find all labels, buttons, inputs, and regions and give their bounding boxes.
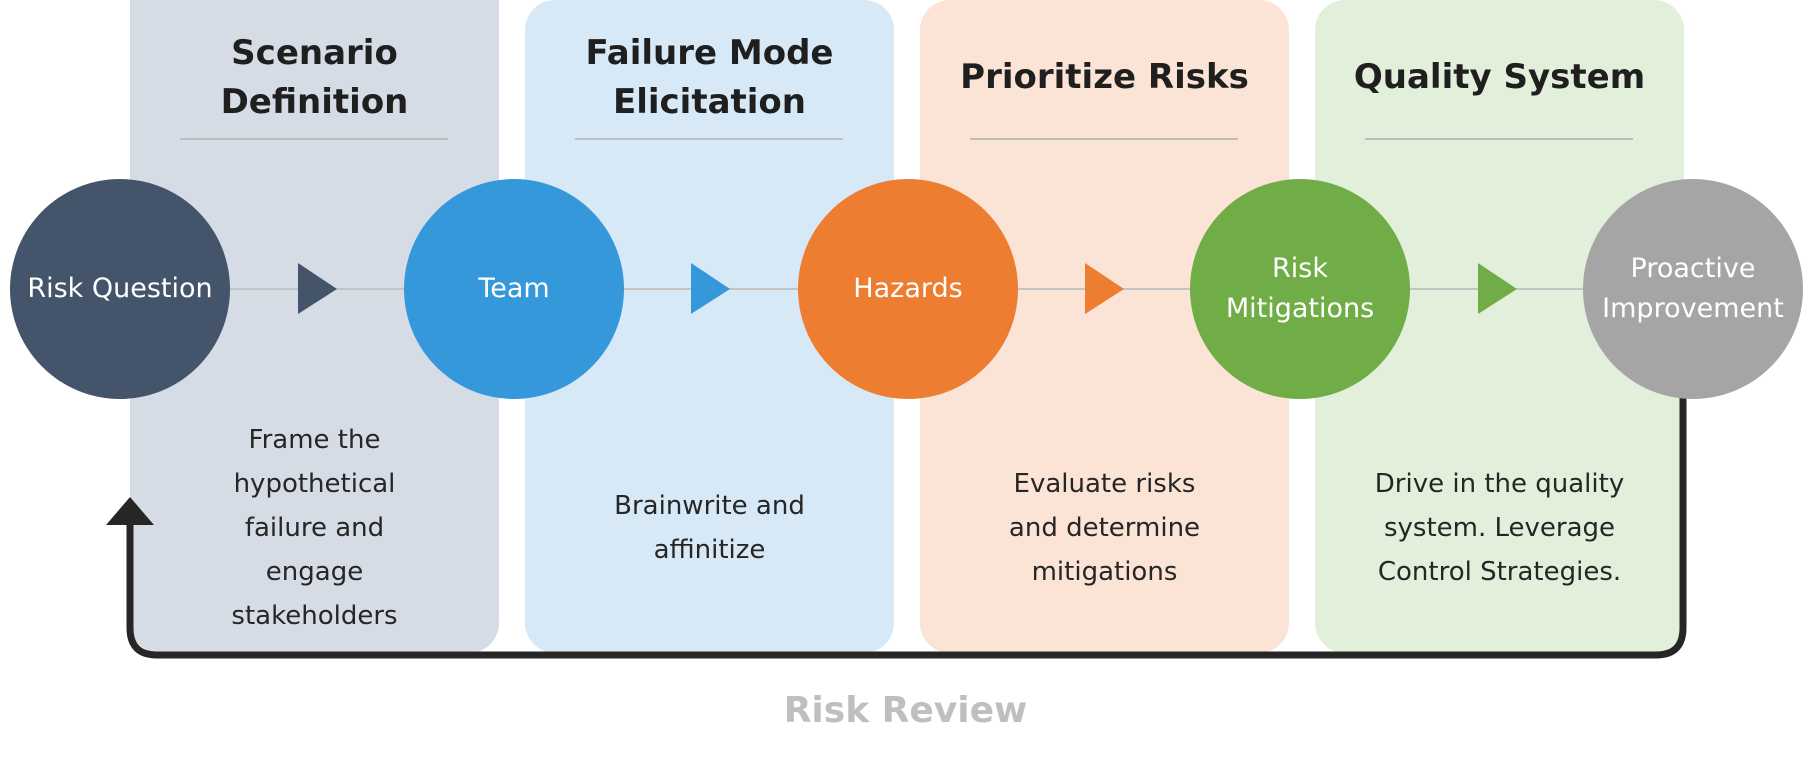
arrow-right-icon: [691, 263, 730, 314]
node-label: Hazards: [853, 273, 963, 304]
stage-title: Prioritize Risks: [960, 57, 1249, 97]
node-label: Team: [478, 273, 550, 304]
node-hazards: Hazards: [798, 179, 1018, 399]
node-risk-question: Risk Question: [10, 179, 230, 399]
node-proactive-improvement: Proactive Improvement: [1583, 179, 1803, 399]
arrow-right-icon: [1085, 263, 1124, 314]
risk-review-label: Risk Review: [783, 690, 1028, 731]
review-loop-line: [126, 395, 1687, 659]
divider: [575, 138, 843, 140]
stage-title: Quality System: [1353, 57, 1646, 97]
node-label: Risk Question: [27, 273, 213, 304]
stage-description: Frame the hypothetical failure and engag…: [231, 425, 398, 631]
node-team: Team: [404, 179, 624, 399]
node-label: Risk Mitigations: [1225, 253, 1375, 324]
stage-description: Brainwrite and affinitize: [614, 491, 805, 565]
stage-title: Scenario Definition: [220, 33, 409, 122]
node-risk-mitigations: Risk Mitigations: [1190, 179, 1410, 399]
node-label: Proactive Improvement: [1602, 253, 1784, 324]
stage-description: Drive in the quality system. Leverage Co…: [1374, 469, 1625, 587]
arrow-right-icon: [1478, 263, 1517, 314]
arrow-right-icon: [298, 263, 337, 314]
stage-description: Evaluate risks and determine mitigations: [1008, 469, 1201, 587]
divider: [1365, 138, 1633, 140]
arrow-up-icon: [106, 497, 154, 525]
divider: [180, 138, 448, 140]
divider: [970, 138, 1238, 140]
stage-title: Failure Mode Elicitation: [585, 33, 834, 122]
